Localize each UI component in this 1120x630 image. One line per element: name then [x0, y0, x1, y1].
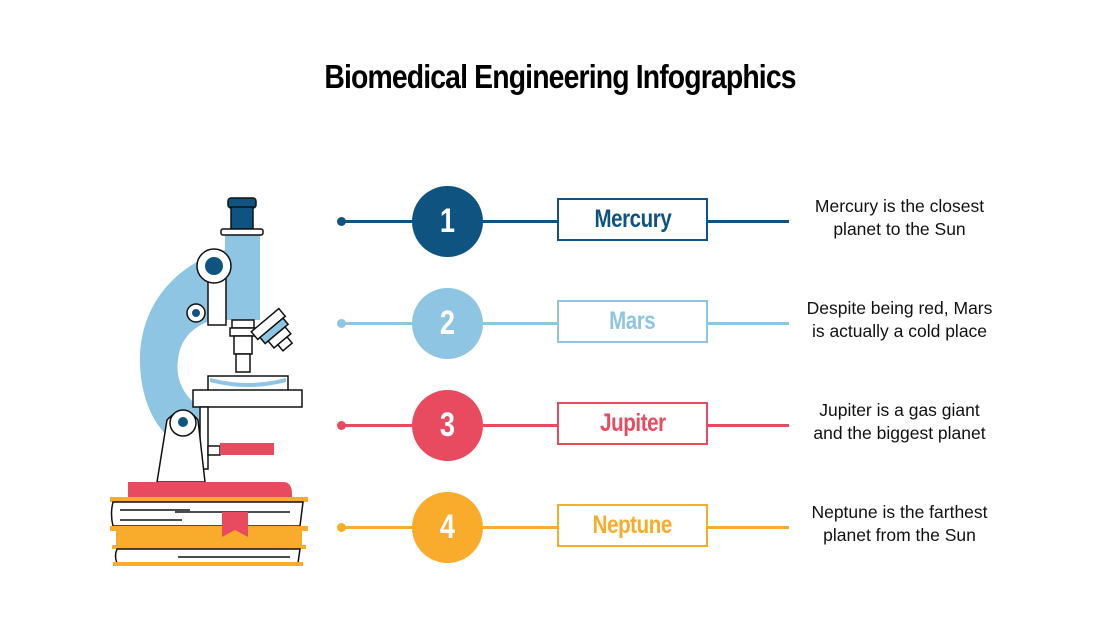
label-box: Mercury — [557, 198, 708, 241]
number-badge: 2 — [412, 288, 483, 359]
connector-line — [483, 322, 558, 325]
dot-marker — [337, 523, 346, 532]
list-item: 2 Mars Despite being red, Mars is actual… — [330, 285, 1020, 361]
connector-line — [708, 424, 789, 427]
dot-marker — [337, 217, 346, 226]
description: Neptune is the farthest planet from the … — [811, 502, 988, 545]
connector-line — [708, 220, 789, 223]
connector-line — [708, 526, 789, 529]
list-item: 4 Neptune Neptune is the farthest planet… — [330, 489, 1020, 565]
number-badge: 4 — [412, 492, 483, 563]
connector-line — [342, 322, 414, 325]
dot-marker — [337, 421, 346, 430]
description: Mercury is the closest planet to the Sun — [814, 196, 985, 239]
number-badge: 1 — [412, 186, 483, 257]
connector-line — [483, 526, 558, 529]
connector-line — [342, 220, 414, 223]
label-box: Neptune — [557, 504, 708, 547]
microscope-on-books-icon — [110, 197, 308, 566]
connector-line — [342, 526, 414, 529]
number-badge: 3 — [412, 390, 483, 461]
connector-line — [342, 424, 414, 427]
page-title: Biomedical Engineering Infographics — [324, 58, 796, 95]
connector-line — [708, 322, 789, 325]
list-item: 3 Jupiter Jupiter is a gas giant and the… — [330, 387, 1020, 463]
label-box: Mars — [557, 300, 708, 343]
connector-line — [483, 220, 558, 223]
description: Despite being red, Mars is actually a co… — [806, 298, 993, 341]
description: Jupiter is a gas giant and the biggest p… — [813, 400, 986, 443]
list-item: 1 Mercury Mercury is the closest planet … — [330, 183, 1020, 259]
label-box: Jupiter — [557, 402, 708, 445]
dot-marker — [337, 319, 346, 328]
connector-line — [483, 424, 558, 427]
